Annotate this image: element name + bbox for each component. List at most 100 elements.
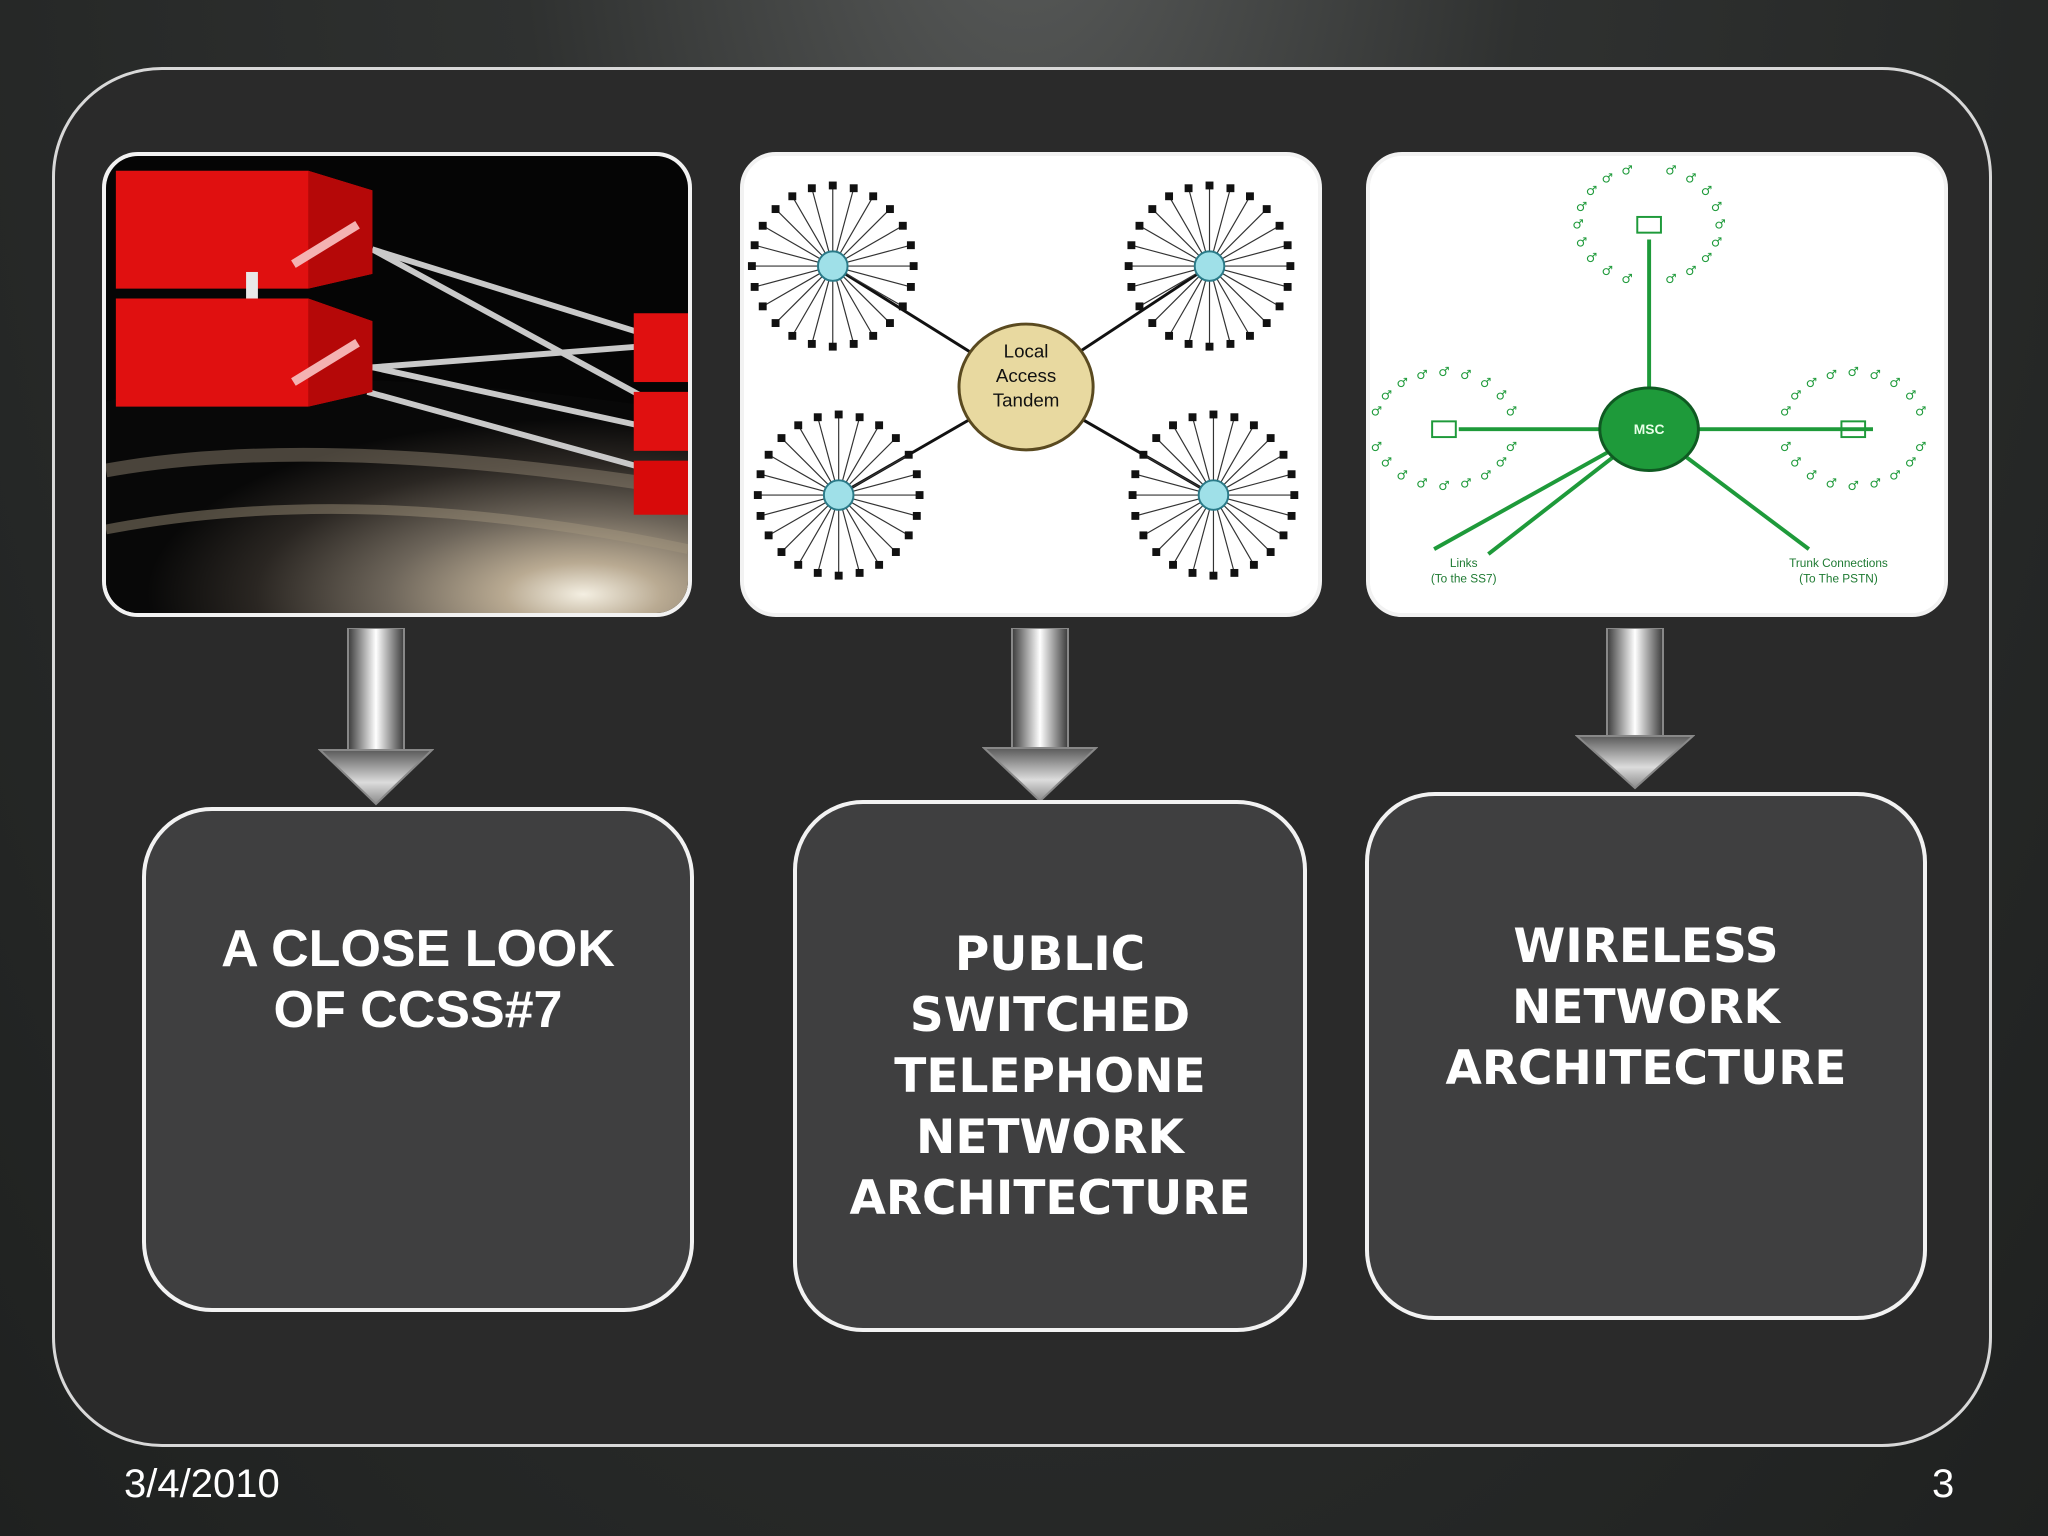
telephone-icon	[1127, 282, 1136, 291]
mobile-phone-icon: ♂	[1889, 468, 1900, 483]
telephone-icon	[1275, 221, 1284, 230]
ccss7-box-label: A CLOSE LOOK OF CCSS#7	[221, 920, 615, 1039]
end-office-clusters	[747, 181, 1299, 580]
mobile-phone-icon: ♂	[1806, 468, 1817, 483]
telephone-icon	[906, 241, 915, 250]
base-station-clusters: ♂♂♂♂♂♂♂♂♂♂♂♂♂♂♂♂♂♂♂♂♂♂♂♂♂♂♂♂♂♂♂♂♂♂♂♂♂♂♂♂…	[1371, 164, 1927, 495]
telephone-icon	[750, 282, 759, 291]
telephone-icon	[891, 548, 900, 556]
telephone-icon	[1152, 434, 1161, 443]
telephone-icon	[1148, 319, 1157, 327]
telephone-icon	[1266, 548, 1275, 556]
msc-label: MSC	[1634, 422, 1665, 437]
telephone-icon	[834, 410, 843, 419]
telephone-icon	[813, 568, 822, 577]
telephone-icon	[794, 560, 803, 569]
end-office-node	[1197, 479, 1230, 511]
telephone-icon	[1246, 192, 1254, 201]
telephone-icon	[1135, 221, 1144, 230]
telephone-icon	[909, 262, 918, 271]
telephone-icon	[1287, 470, 1296, 479]
down-arrow-3	[1575, 628, 1695, 790]
telephone-icon	[756, 470, 765, 479]
mobile-phone-icon: ♂	[1460, 476, 1471, 491]
ccss7-box: A CLOSE LOOK OF CCSS#7	[142, 807, 694, 1312]
slide-date: 3/4/2010	[124, 1462, 280, 1506]
mobile-phone-icon: ♂	[1496, 389, 1507, 404]
telephone-icon	[1249, 560, 1258, 569]
telephone-icon	[1128, 491, 1137, 499]
telephone-icon	[1262, 319, 1271, 327]
telephone-icon	[1249, 421, 1258, 430]
mobile-phone-icon: ♂	[1711, 200, 1722, 215]
telephone-icon	[764, 531, 773, 540]
base-station-icon	[1431, 420, 1457, 439]
telephone-icon	[915, 491, 924, 499]
telephone-icon	[828, 181, 837, 190]
wireless-box: WIRELESS NETWORK ARCHITECTURE	[1365, 792, 1927, 1320]
mobile-phone-icon: ♂	[1506, 405, 1517, 420]
mobile-phone-icon: ♂	[1621, 164, 1632, 179]
mobile-phone-icon: ♂	[1576, 200, 1587, 215]
mobile-phone-icon: ♂	[1416, 476, 1427, 491]
mobile-phone-icon: ♂	[1790, 456, 1801, 471]
telephone-icon	[849, 184, 858, 193]
telephone-icon	[764, 450, 773, 459]
mobile-phone-icon: ♂	[1416, 368, 1427, 383]
end-office-node	[1193, 250, 1226, 282]
down-arrow-2	[982, 628, 1098, 803]
telephone-icon	[1169, 560, 1177, 569]
telephone-icon	[1266, 434, 1275, 443]
mobile-phone-icon: ♂	[1371, 440, 1382, 455]
telephone-icon	[1188, 413, 1197, 422]
telephone-icon	[771, 205, 780, 214]
telephone-icon	[906, 282, 915, 291]
telephone-icon	[1209, 410, 1218, 419]
wireless-diagram-image: ♂♂♂♂♂♂♂♂♂♂♂♂♂♂♂♂♂♂♂♂♂♂♂♂♂♂♂♂♂♂♂♂♂♂♂♂♂♂♂♂…	[1366, 152, 1948, 617]
mobile-phone-icon: ♂	[1848, 479, 1859, 494]
mobile-phone-icon: ♂	[1826, 368, 1837, 383]
mobile-phone-icon: ♂	[1396, 468, 1407, 483]
telephone-icon	[1184, 184, 1193, 193]
telephone-icon	[869, 192, 878, 201]
telephone-icon	[1188, 568, 1197, 577]
telephone-icon	[1152, 548, 1161, 556]
telephone-icon	[1209, 571, 1218, 580]
telephone-icon	[1275, 302, 1284, 311]
mobile-phone-icon: ♂	[1780, 405, 1791, 420]
mobile-phone-icon: ♂	[1790, 389, 1801, 404]
telephone-icon	[1165, 192, 1174, 201]
mobile-phone-icon: ♂	[1586, 251, 1597, 266]
telephone-icon	[1290, 491, 1299, 499]
links-label: Links(To the SS7)	[1431, 556, 1497, 586]
telephone-icon	[807, 184, 816, 193]
telephone-icon	[898, 221, 907, 230]
telephone-icon	[898, 302, 907, 311]
mobile-phone-icon: ♂	[1438, 365, 1449, 380]
telephone-icon	[788, 192, 797, 201]
end-office-node	[822, 479, 855, 511]
telephone-icon	[758, 302, 767, 311]
down-arrow-1	[318, 628, 434, 806]
telephone-icon	[912, 470, 921, 479]
trunk-label: Trunk Connections(To The PSTN)	[1789, 556, 1888, 586]
mobile-phone-icon: ♂	[1905, 389, 1916, 404]
mobile-phone-icon: ♂	[1780, 440, 1791, 455]
telephone-icon	[886, 319, 894, 327]
telephone-icon	[753, 491, 762, 499]
telephone-icon	[1124, 262, 1133, 271]
telephone-icon	[875, 421, 884, 430]
mobile-phone-icon: ♂	[1869, 476, 1880, 491]
mobile-phone-icon: ♂	[1915, 440, 1926, 455]
wireless-box-label: WIRELESS NETWORK ARCHITECTURE	[1445, 919, 1847, 1096]
telephone-icon	[1205, 342, 1214, 351]
telephone-icon	[1205, 181, 1214, 190]
slide-number: 3	[1932, 1462, 1955, 1506]
mobile-phone-icon: ♂	[1506, 440, 1517, 455]
telephone-icon	[771, 319, 780, 327]
telephone-icon	[747, 262, 756, 271]
mobile-phone-icon: ♂	[1381, 456, 1392, 471]
telephone-icon	[1286, 262, 1295, 271]
pstn-box-label: PUBLIC SWITCHED TELEPHONE NETWORK ARCHIT…	[849, 927, 1251, 1226]
